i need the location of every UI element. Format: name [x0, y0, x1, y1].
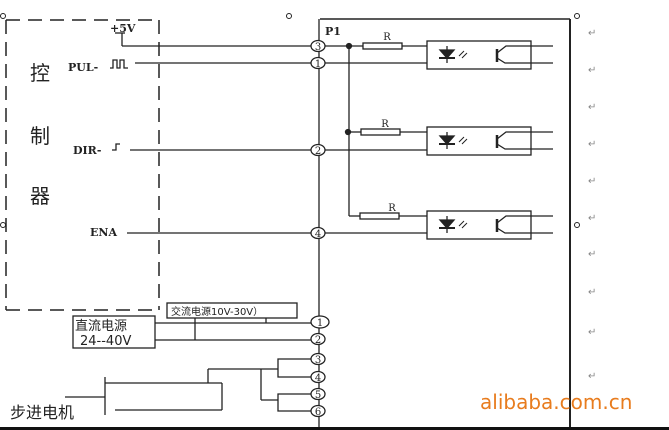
pin-number: 2 [315, 146, 321, 157]
pin-number: 2 [315, 335, 321, 346]
pin-number: 6 [315, 407, 321, 418]
junction-dot [344, 128, 352, 136]
controller-box [5, 19, 160, 311]
optocoupler [425, 125, 555, 157]
return-mark-icon: ↵ [588, 327, 596, 338]
pin-number: 1 [315, 59, 321, 70]
pin-number: 3 [315, 355, 321, 366]
dc-power-range: 24--40V [80, 334, 131, 349]
pin-number: 5 [315, 390, 321, 401]
dir-label: DIR- [73, 144, 101, 157]
motor-wires [65, 358, 311, 415]
pin-circles [310, 39, 330, 418]
pul-label: PUL- [68, 61, 98, 74]
return-mark-icon: ↵ [588, 65, 596, 76]
dc-power-label: 直流电源 [75, 319, 127, 334]
resistor-label: R [388, 203, 396, 214]
return-mark-icon: ↵ [588, 28, 596, 39]
resistor-label: R [381, 119, 389, 130]
pin-number: 1 [317, 318, 323, 329]
return-mark-icon: ↵ [588, 176, 596, 187]
resistor-label: R [383, 32, 391, 43]
optocoupler [426, 40, 553, 70]
return-mark-icon: ↵ [588, 249, 596, 260]
resistor [359, 212, 400, 220]
return-mark-icon: ↵ [588, 371, 596, 382]
return-mark-icon: ↵ [588, 287, 596, 298]
controller-char: 制 [30, 124, 50, 148]
stepper-motor-label: 步进电机 [10, 403, 74, 422]
pin-number: 4 [315, 373, 321, 384]
return-mark-icon: ↵ [588, 139, 596, 150]
ac-power-label: 交流电源10V-30V） [171, 305, 263, 318]
bottom-border [0, 427, 669, 430]
return-mark-icon: ↵ [588, 213, 596, 224]
resistor [360, 128, 401, 136]
paragraph-marks: ↵ ↵ ↵ ↵ ↵ ↵ ↵ ↵ ↵ ↵ [588, 28, 596, 382]
junction-dot [345, 42, 353, 50]
plus5v-label: +5V [110, 22, 136, 35]
ena-label: ENA [90, 226, 117, 239]
power-wires [72, 302, 311, 349]
controller-char: 控 [30, 61, 50, 85]
resistor [362, 42, 403, 50]
input-wires [110, 32, 427, 234]
optocoupler [425, 209, 555, 241]
pin-number: 3 [315, 42, 321, 53]
driver-title: P1 [325, 25, 341, 38]
pin-number: 4 [315, 229, 321, 240]
controller-char: 器 [30, 184, 50, 208]
watermark: alibaba.com.cn [480, 390, 632, 414]
return-mark-icon: ↵ [588, 102, 596, 113]
